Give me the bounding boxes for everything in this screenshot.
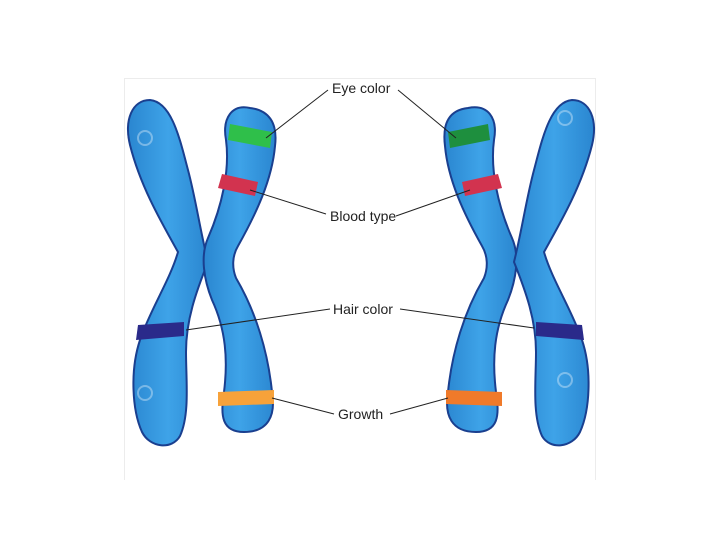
left-chromatid-a — [127, 98, 210, 447]
watermark-icon — [137, 130, 153, 146]
leader-blood-right — [395, 189, 471, 217]
leader-lines — [185, 89, 535, 415]
right-chromatid-b — [512, 98, 595, 447]
leader-blood-left — [249, 189, 327, 215]
leader-growth-left — [271, 397, 335, 415]
leader-hair-left — [185, 308, 331, 331]
left-band-hair-color — [136, 322, 184, 340]
left-chromosome — [127, 98, 277, 447]
right-chromosome — [443, 98, 595, 447]
left-band-eye-color — [228, 124, 272, 148]
right-band-blood-type — [462, 174, 502, 196]
leader-growth-right — [389, 397, 449, 415]
left-band-blood-type — [218, 174, 258, 196]
right-band-hair-color — [536, 322, 584, 340]
left-chromatid-b — [202, 106, 277, 434]
label-blood-type: Blood type — [330, 208, 397, 224]
image-frame — [124, 78, 596, 480]
leader-eye-right — [397, 89, 457, 139]
watermark-icon — [137, 385, 153, 401]
right-band-growth — [446, 390, 502, 406]
label-eye-color: Eye color — [332, 80, 391, 96]
right-band-eye-color — [448, 124, 490, 148]
leader-eye-left — [265, 89, 329, 139]
watermark-marks — [137, 110, 573, 401]
leader-hair-right — [399, 308, 535, 329]
watermark-icon — [557, 372, 573, 388]
label-growth: Growth — [338, 406, 384, 422]
left-band-growth — [218, 390, 274, 406]
label-hair-color: Hair color — [333, 301, 393, 317]
watermark-icon — [557, 110, 573, 126]
right-chromatid-a — [443, 106, 518, 434]
